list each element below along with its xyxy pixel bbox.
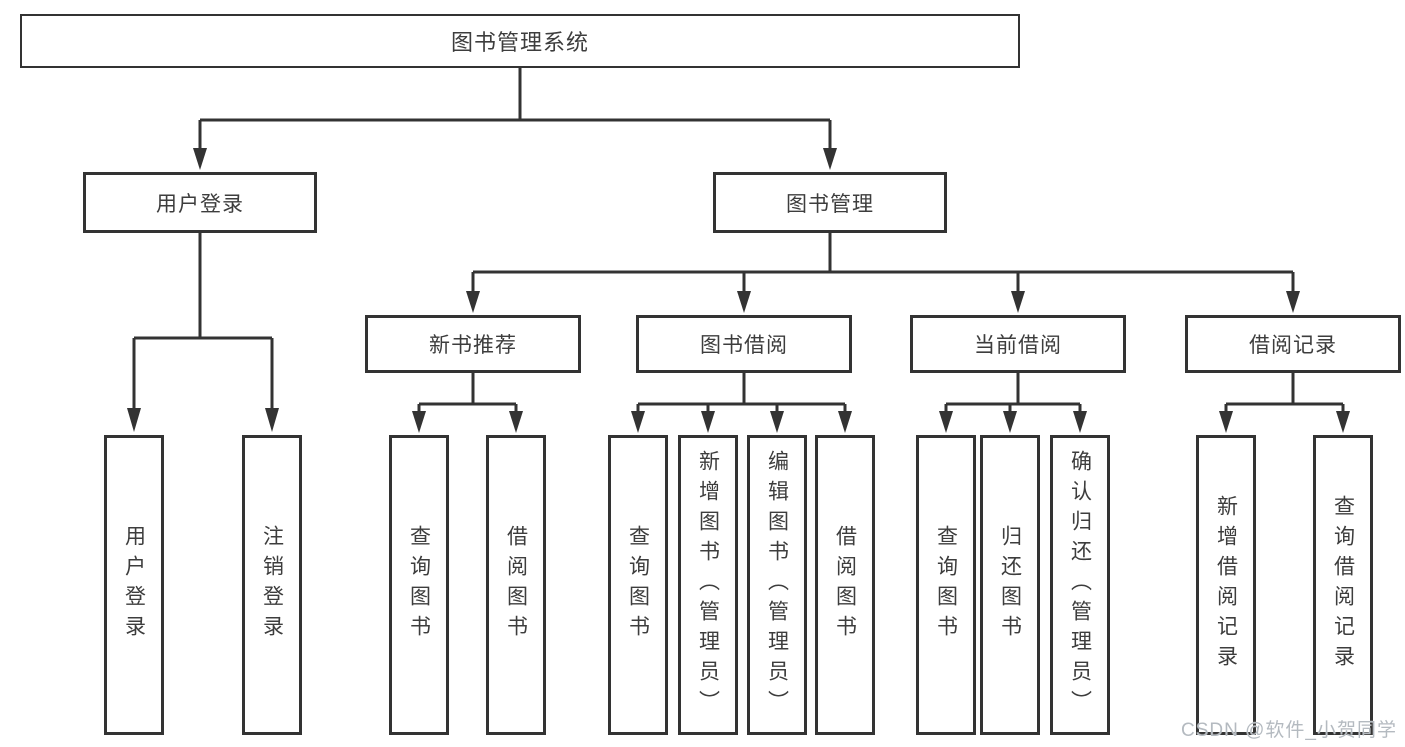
node-label: 图书管理系统: [450, 30, 589, 55]
node-new-book-recommend: 新书推荐: [365, 315, 581, 373]
leaf-current-query-books: 查询图书: [916, 435, 976, 735]
leaf-borrow-edit-books-admin: 编辑图书（管理员）: [747, 435, 807, 735]
node-label: 借阅图书: [833, 525, 857, 645]
node-label: 用户登录: [122, 525, 146, 645]
watermark: CSDN @软件_小贺同学: [1181, 720, 1397, 741]
node-label: 当前借阅: [974, 334, 1062, 357]
node-borrow-records: 借阅记录: [1185, 315, 1401, 373]
leaf-recommend-borrow-books: 借阅图书: [486, 435, 546, 735]
leaf-current-return-books: 归还图书: [980, 435, 1040, 735]
leaf-user-login: 用户登录: [104, 435, 164, 735]
leaf-borrow-borrow-books: 借阅图书: [815, 435, 875, 735]
node-label: 查询图书: [934, 525, 958, 645]
node-label: 图书管理: [786, 192, 874, 216]
node-label: 查询图书: [407, 525, 431, 645]
node-book-borrow: 图书借阅: [636, 315, 852, 373]
node-book-management: 图书管理: [713, 172, 947, 233]
leaf-logout: 注销登录: [242, 435, 302, 735]
node-label: 新书推荐: [429, 334, 517, 357]
node-label: 编辑图书（管理员）: [765, 450, 789, 720]
node-label: 用户登录: [156, 192, 244, 216]
node-label: 注销登录: [260, 525, 284, 645]
node-label: 图书借阅: [700, 334, 788, 357]
node-label: 查询借阅记录: [1331, 495, 1355, 675]
leaf-recommend-query-books: 查询图书: [389, 435, 449, 735]
node-label: 新增借阅记录: [1214, 495, 1238, 675]
node-label: 查询图书: [626, 525, 650, 645]
leaf-current-confirm-return-admin: 确认归还（管理员）: [1050, 435, 1110, 735]
node-label: 归还图书: [998, 525, 1022, 645]
leaf-borrow-query-books: 查询图书: [608, 435, 668, 735]
node-label: 确认归还（管理员）: [1068, 450, 1092, 720]
node-label: 借阅记录: [1249, 334, 1337, 357]
node-current-borrow: 当前借阅: [910, 315, 1126, 373]
node-label: 新增图书（管理员）: [696, 450, 720, 720]
leaf-borrow-add-books-admin: 新增图书（管理员）: [678, 435, 738, 735]
leaf-records-query-record: 查询借阅记录: [1313, 435, 1373, 735]
node-root: 图书管理系统: [20, 14, 1020, 68]
node-label: 借阅图书: [504, 525, 528, 645]
node-user-login: 用户登录: [83, 172, 317, 233]
leaf-records-add-record: 新增借阅记录: [1196, 435, 1256, 735]
